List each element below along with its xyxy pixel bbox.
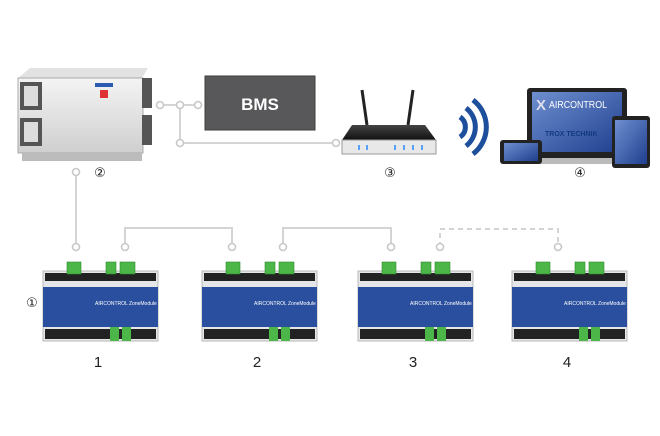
marker-ahu: ② (94, 166, 106, 181)
module-label: 4 (563, 354, 571, 371)
wifi-icon (458, 98, 489, 156)
module-branding: AIRCONTROL ZoneModule (410, 301, 472, 307)
svg-text:X: X (536, 97, 546, 114)
marker-router: ③ (384, 166, 396, 181)
trox-logo: TROX TECHNIK (545, 131, 598, 138)
router-image (341, 89, 437, 155)
marker-devices: ④ (574, 166, 586, 181)
marker-zone-modules: ① (26, 296, 38, 311)
module-label: 3 (409, 354, 417, 371)
zone-module-2: AIRCONTROL ZoneModule (201, 261, 318, 342)
zone-modules: AIRCONTROL ZoneModule AIRCONTROL ZoneModu… (42, 261, 628, 342)
zone-module-4: AIRCONTROL ZoneModule (511, 261, 628, 342)
module-branding: AIRCONTROL ZoneModule (254, 301, 316, 307)
air-handling-unit-image (17, 68, 152, 161)
connection-lines (75, 104, 559, 247)
module-branding: AIRCONTROL ZoneModule (95, 301, 157, 307)
bms-label: BMS (241, 95, 279, 114)
module-branding: AIRCONTROL ZoneModule (564, 301, 626, 307)
aircontrol-logo: AIRCONTROL (549, 100, 607, 111)
bms-box: BMS (204, 75, 316, 131)
connection-nodes (71, 100, 563, 252)
client-devices-image: X AIRCONTROL TROX TECHNIK (500, 88, 650, 168)
zone-module-3: AIRCONTROL ZoneModule (357, 261, 474, 342)
zone-module-1: AIRCONTROL ZoneModule (42, 261, 159, 342)
module-label: 1 (94, 354, 102, 371)
module-label: 2 (253, 354, 261, 371)
